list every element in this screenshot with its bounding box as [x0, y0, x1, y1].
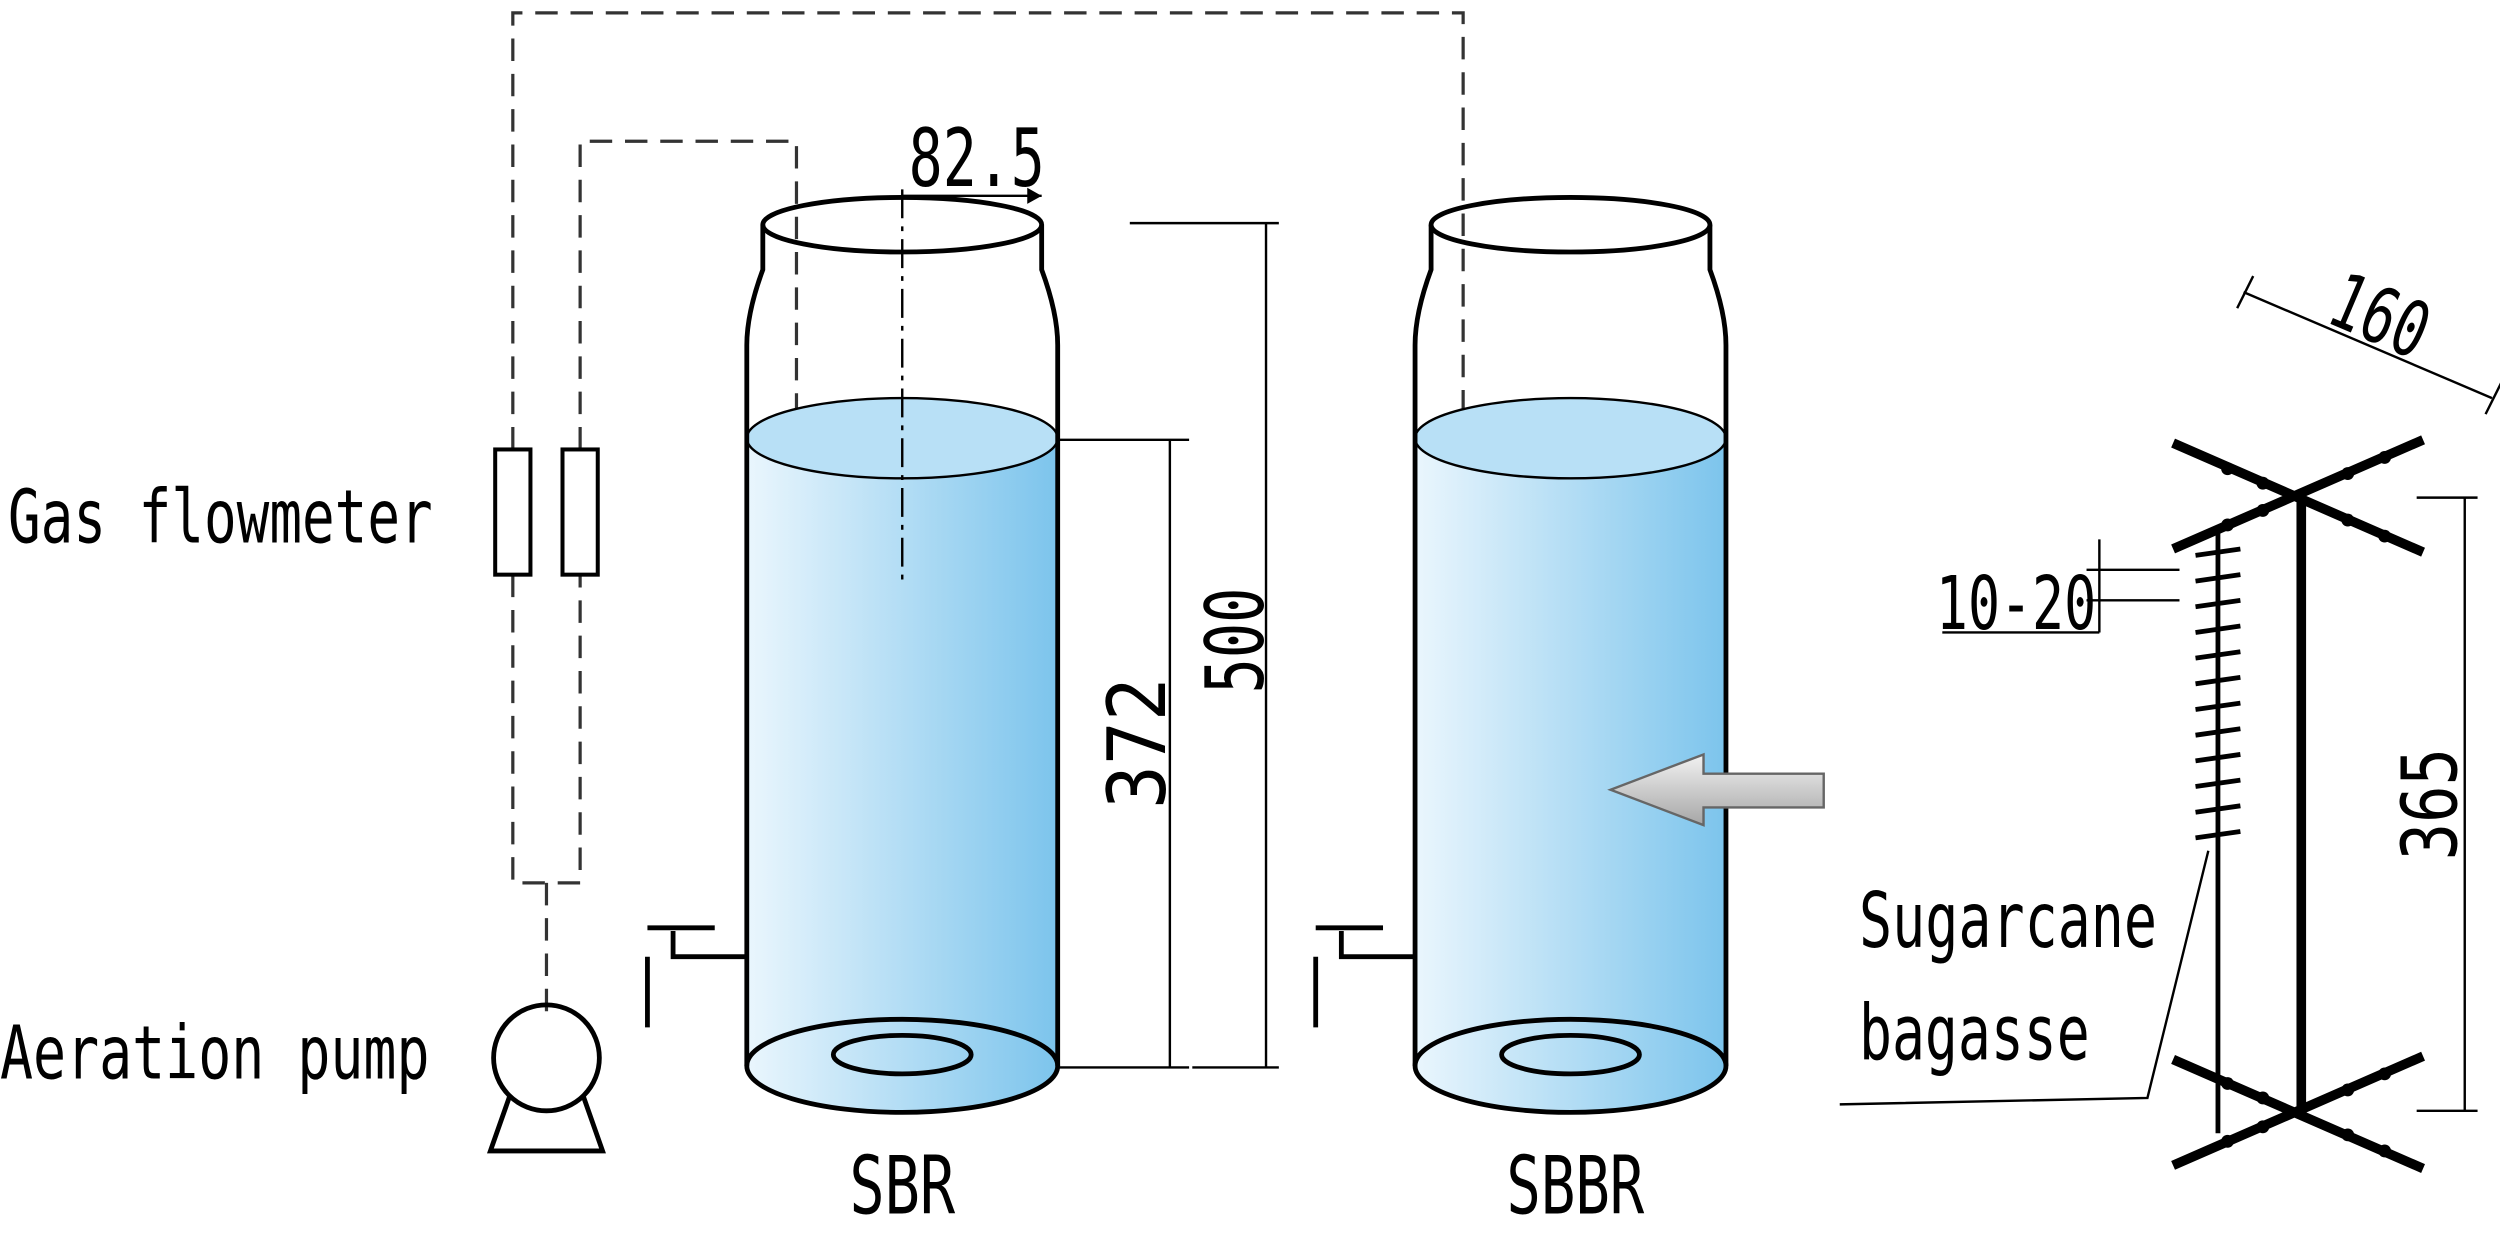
total-height-label: 500 [1189, 588, 1282, 694]
sbr-diameter-dimension [902, 187, 1042, 204]
carrier-width-label: 160 [2316, 257, 2442, 378]
sbr-water [746, 438, 1058, 1111]
carrier-height-dimension [2416, 496, 2478, 1112]
aeration-pump-icon [486, 1002, 606, 1154]
gas-flowmeter-label: Gas flowmeter [8, 476, 433, 561]
spacing-label: 10-20 [1936, 562, 2096, 647]
diameter-label: 82.5 [909, 112, 1045, 205]
bagasse-carrier [2171, 435, 2425, 1173]
aeration-pump-label: Aeration pump [0, 1012, 429, 1097]
bagasse-leader-line [1839, 850, 2210, 1106]
carrier-width-dimension [2236, 275, 2500, 415]
sbbr-water [1415, 438, 1726, 1111]
sbbr-label: SBBR [1506, 1139, 1644, 1232]
total-height-dimension [1129, 221, 1279, 1069]
water-height-label: 372 [1091, 677, 1184, 809]
spacing-dimension [1942, 539, 2180, 634]
insert-arrow-icon [1607, 752, 1825, 827]
water-height-dimension [1057, 438, 1190, 1069]
carrier-height-label: 365 [2387, 748, 2476, 860]
gas-flowmeter [493, 447, 600, 577]
sbr-reactor [645, 189, 1061, 1115]
bagasse-label: bagasse [1859, 989, 2090, 1078]
sbr-label: SBR [849, 1139, 955, 1232]
sbbr-reactor [1313, 195, 1729, 1115]
sugarcane-label: Sugarcane [1859, 877, 2157, 966]
